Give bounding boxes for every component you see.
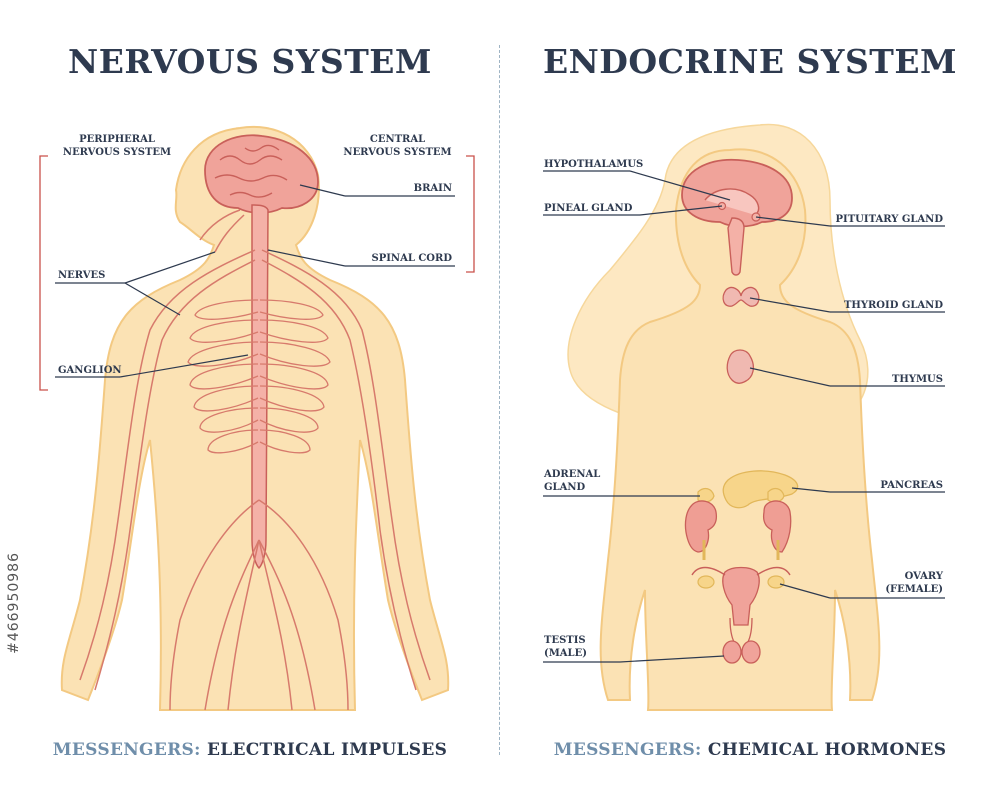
- central-bracket: [466, 156, 474, 272]
- nervous-system-panel: NERVOUS SYSTEM: [0, 0, 500, 800]
- endocrine-footer-key: MESSENGERS:: [554, 740, 702, 760]
- nervous-footer: MESSENGERS: ELECTRICAL IMPULSES: [0, 740, 500, 760]
- label-thyroid-gland: THYROID GLAND: [830, 299, 943, 312]
- adrenal-right-shape: [768, 489, 784, 503]
- stock-id-watermark: #466950986: [6, 552, 22, 654]
- label-testis: TESTIS (MALE): [544, 634, 587, 660]
- label-spinal-cord: SPINAL CORD: [360, 252, 452, 265]
- ovary-right-shape: [768, 576, 784, 588]
- testis-right-shape: [742, 641, 760, 663]
- label-pituitary-gland: PITUITARY GLAND: [830, 213, 943, 226]
- label-pancreas: PANCREAS: [830, 479, 943, 492]
- label-ganglion: GANGLION: [58, 364, 122, 377]
- label-hypothalamus: HYPOTHALAMUS: [544, 158, 643, 171]
- testis-left-shape: [723, 641, 741, 663]
- nervous-footer-value: ELECTRICAL IMPULSES: [207, 740, 447, 760]
- thymus-shape: [727, 350, 753, 383]
- label-nerves: NERVES: [58, 269, 105, 282]
- label-thymus: THYMUS: [830, 373, 943, 386]
- nervous-footer-key: MESSENGERS:: [53, 740, 201, 760]
- endocrine-footer-value: CHEMICAL HORMONES: [708, 740, 946, 760]
- label-pineal-gland: PINEAL GLAND: [544, 202, 632, 215]
- label-central-nervous-system: CENTRAL NERVOUS SYSTEM: [340, 133, 455, 159]
- label-peripheral-nervous-system: PERIPHERAL NERVOUS SYSTEM: [62, 133, 172, 159]
- label-adrenal-gland: ADRENAL GLAND: [544, 468, 600, 494]
- endocrine-system-panel: ENDOCRINE SYSTEM: [500, 0, 1000, 800]
- label-ovary: OVARY (FEMALE): [830, 570, 943, 596]
- endocrine-footer: MESSENGERS: CHEMICAL HORMONES: [500, 740, 1000, 760]
- adrenal-left-shape: [698, 489, 714, 503]
- ovary-left-shape: [698, 576, 714, 588]
- endocrine-system-illustration: [500, 0, 1000, 800]
- nervous-system-illustration: [0, 0, 500, 800]
- label-brain: BRAIN: [390, 182, 452, 195]
- peripheral-bracket: [40, 156, 48, 390]
